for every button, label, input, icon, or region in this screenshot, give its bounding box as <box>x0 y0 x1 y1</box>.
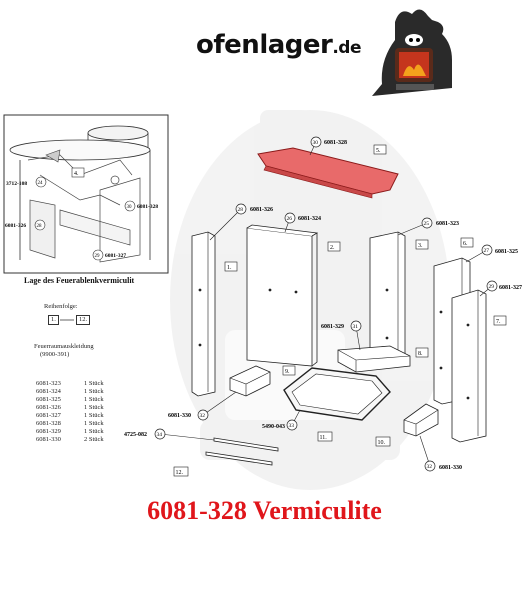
inset-part-6081-328: 6081-328 <box>137 204 158 210</box>
legend-quantity: 1 Stück <box>84 388 104 395</box>
part-6081-330-left <box>229 365 271 397</box>
legend-quantity: 1 Stück <box>84 412 104 419</box>
part-6081-326 <box>191 231 216 397</box>
legend-quantity: 2 Stück <box>84 436 104 443</box>
part-label-6081-328: 6081-328 <box>324 140 347 146</box>
callout-33: 33 <box>289 423 295 429</box>
step-11: 11. <box>320 435 328 441</box>
legend-row: 6081-325 1 Stück <box>36 396 104 403</box>
mascot-stove-icon <box>372 9 452 97</box>
inset-callout-24: 24 <box>38 181 44 186</box>
part-label-6081-330-right: 6081-330 <box>439 465 462 471</box>
step-6: 6. <box>463 241 468 247</box>
legend-part-number: 6081-329 <box>36 428 61 435</box>
legend-part-number: 6081-330 <box>36 436 61 443</box>
part-label-6081-327: 6081-327 <box>499 285 522 291</box>
callout-26: 26 <box>287 216 293 222</box>
legend-part-number: 6081-325 <box>36 396 61 403</box>
legend-part-number: 6081-324 <box>36 388 61 395</box>
part-6081-323 <box>369 231 406 363</box>
inset-part-3712-108: 3712-108 <box>6 181 27 187</box>
part-6081-328-highlight <box>257 147 399 199</box>
callout-30: 30 <box>313 140 319 146</box>
part-label-6081-325: 6081-325 <box>495 249 518 255</box>
legend-quantity: 1 Stück <box>84 428 104 435</box>
callout-32-right: 32 <box>427 464 433 470</box>
step-2: 2. <box>330 245 335 251</box>
callout-29: 29 <box>489 284 495 290</box>
part-6081-324 <box>246 224 319 367</box>
step-10: 10. <box>378 440 386 446</box>
legend-part-number: 6081-328 <box>36 420 61 427</box>
legend-row: 6081-328 1 Stück <box>36 420 104 427</box>
part-label-4725-082: 4725-082 <box>124 432 147 438</box>
legend-quantity: 1 Stück <box>84 404 104 411</box>
step-5: 5. <box>376 148 381 154</box>
step-3: 3. <box>418 243 423 249</box>
legend-row: 6081-323 1 Stück <box>36 380 104 387</box>
inset-label-4: 4. <box>74 171 79 177</box>
brand-logo-text: ofenlager.de <box>196 30 362 60</box>
legend-subtitle: (9900-391) <box>40 351 70 358</box>
step-12: 12. <box>176 470 184 476</box>
part-6081-329 <box>337 345 411 373</box>
part-label-5490-043: 5490-043 <box>262 424 285 430</box>
step-7: 7. <box>496 319 501 325</box>
inset-callout-29: 29 <box>95 254 101 259</box>
inset-callout-30: 30 <box>127 205 133 210</box>
legend-row: 6081-330 2 Stück <box>36 436 104 443</box>
legend-part-number: 6081-326 <box>36 404 61 411</box>
part-label-6081-326: 6081-326 <box>250 207 273 213</box>
part-label-6081-329: 6081-329 <box>321 324 344 330</box>
legend-quantity: 1 Stück <box>84 396 104 403</box>
legend-part-number: 6081-323 <box>36 380 61 387</box>
callout-31: 31 <box>353 324 359 330</box>
page-title: 6081-328 Vermiculite <box>147 496 382 525</box>
callout-32-left: 32 <box>200 413 206 419</box>
legend-row: 6081-324 1 Stück <box>36 388 104 395</box>
legend-quantity: 1 Stück <box>84 380 104 387</box>
callout-25: 25 <box>424 221 430 227</box>
callout-28: 28 <box>238 207 244 213</box>
legend-quantity: 1 Stück <box>84 420 104 427</box>
callout-34: 34 <box>157 432 163 438</box>
inset-part-6081-327: 6081-327 <box>105 253 126 259</box>
brand-tld: .de <box>332 38 362 58</box>
part-label-6081-324: 6081-324 <box>298 216 321 222</box>
legend-heading: Feuerraumauskleidung (9900-391) <box>34 343 94 359</box>
inset-caption: Lage des Feuerablenkvermiculit <box>24 276 135 285</box>
sequence-heading: Reihenfolge: <box>44 303 78 310</box>
sequence-from: 1. <box>48 315 59 325</box>
brand-name: ofenlager <box>196 30 333 60</box>
step-8: 8. <box>418 351 423 357</box>
part-6081-330-right <box>403 403 439 437</box>
inset-callout-28: 28 <box>37 224 43 229</box>
callout-27: 27 <box>484 248 490 254</box>
part-label-6081-323: 6081-323 <box>436 221 459 227</box>
legend-part-number: 6081-327 <box>36 412 61 419</box>
step-1: 1. <box>227 265 232 271</box>
legend-row: 6081-329 1 Stück <box>36 428 104 435</box>
step-9: 9. <box>285 369 290 375</box>
sequence-to: 12. <box>76 315 91 325</box>
part-6081-327 <box>451 289 487 443</box>
part-5490-043-tray <box>283 367 391 421</box>
legend-row: 6081-327 1 Stück <box>36 412 104 419</box>
legend-title: Feuerraumauskleidung <box>34 343 94 350</box>
inset-part-6081-326: 6081-326 <box>5 223 26 229</box>
part-label-6081-330-left: 6081-330 <box>168 413 191 419</box>
legend-row: 6081-326 1 Stück <box>36 404 104 411</box>
inset-diagram: 4. 24 3712-108 30 6081-328 28 6081-326 2… <box>3 114 169 274</box>
